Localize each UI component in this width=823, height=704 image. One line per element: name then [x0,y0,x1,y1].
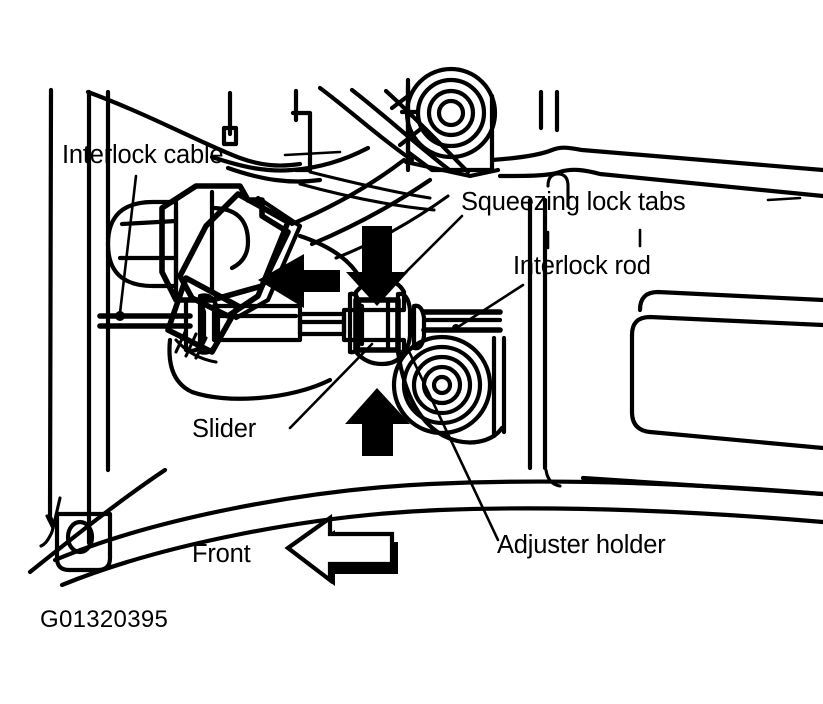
slider-flange-left [347,291,363,355]
leader-slider [288,342,374,430]
leader-interlock-rod [456,283,525,329]
push-up-arrow [345,388,410,456]
harness-line-3 [383,88,471,175]
interlock-cable-housing [105,183,363,401]
cable-clamp-box [177,191,291,319]
label-adjuster-holder: Adjuster holder [497,531,666,559]
leader-squeeze-dash [766,196,802,202]
harness-descend-2 [309,177,433,247]
upper-mount-bracket-box [405,77,495,173]
right-panel-ridge-top [489,145,823,173]
cable-clamp-box-edge [233,195,303,321]
push-left-arrow [258,254,340,308]
housing-bottom-arc [174,338,218,364]
mount-tab-with-hole [54,511,113,573]
leader-dot-interlock-rod [452,324,460,332]
harness-line-4 [308,170,432,200]
leader-dot-interlock-cable [115,311,125,321]
lower-body-curve-1 [52,479,823,563]
upper-mount-bracket-corner [389,93,411,111]
harness-line-5 [298,182,436,212]
upper-bulkhead-contour-2 [209,145,371,173]
upper-bulkhead-contour-3 [225,165,323,184]
upper-mount-bracket-flange [397,125,425,148]
leader-interlock-cable [118,174,138,315]
harness-line-2 [349,87,455,175]
harness-descend-1 [289,157,407,227]
front-direction-arrow [284,513,398,586]
right-cutout-2-left-bottom [629,332,823,451]
upper-bulkhead-contour-1 [85,89,303,168]
label-interlock-cable: Interlock cable [62,141,223,169]
rod-left-flange-1 [183,297,207,353]
right-panel-ridge-top-2 [497,167,823,199]
harness-line-1 [317,85,415,163]
front-arrow-outline [284,513,395,585]
lower-body-curve-2 [59,506,823,588]
upper-mount-bracket-bottom [403,159,501,179]
adjuster-holder-bracket [395,349,505,445]
top-slot-box-1 [221,125,239,147]
leader-squeezing-lock-tabs [376,214,464,302]
figure-id-code: G01320395 [40,606,168,633]
rod-barrel-1 [211,303,303,343]
cable-connector-body [159,183,291,303]
right-cutout-1-top [637,289,823,313]
adjuster-holder-disc [411,303,427,351]
label-front: Front [192,540,251,568]
leader-adjuster-holder [404,343,500,542]
cable-connector-arc [209,205,251,271]
housing-skirt [167,337,333,401]
left-pillar-arrowtip [45,496,62,530]
leader-interlock-cable-dash [283,150,342,157]
left-pillar-edge [47,87,54,523]
slider-flange-right [395,291,413,355]
right-panel-small-hook [546,172,570,208]
top-slot-box-2 [290,110,313,173]
left-pillar-hook [39,514,55,548]
body-panel-structure [27,66,823,588]
label-squeezing-lock-tabs: Squeezing lock tabs [461,188,685,216]
label-slider: Slider [192,415,257,443]
rod-left-flange-2 [197,293,221,355]
callout-leader-lines [115,150,802,542]
label-interlock-rod: Interlock rod [513,252,651,280]
upper-mount-bushing [404,66,498,160]
right-cutout-2-top [629,314,823,338]
lower-left-diagonal [27,467,168,575]
